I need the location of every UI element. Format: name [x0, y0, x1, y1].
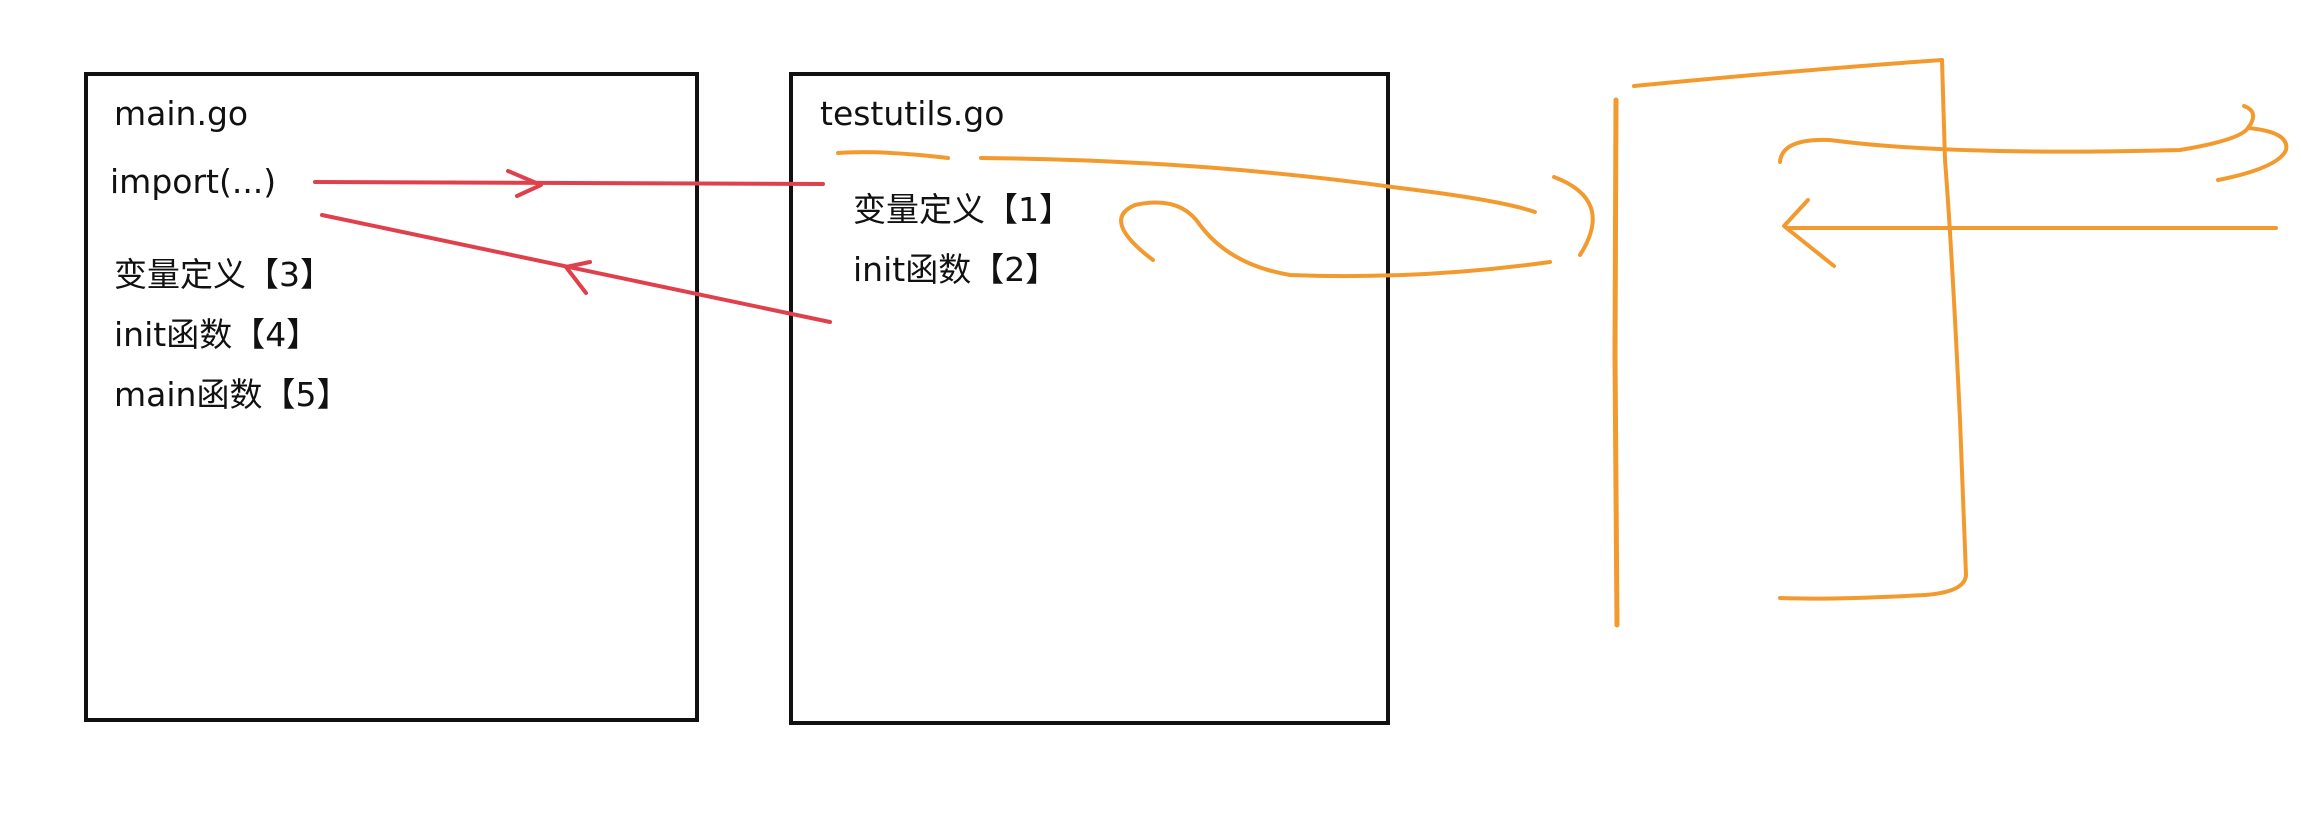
main-go-import: import(...)	[110, 162, 277, 201]
left-arrow-head	[1782, 198, 1836, 268]
bottom-horizontal-line	[1778, 593, 1927, 601]
testutils-go-var-definition: 变量定义【1】	[853, 190, 1072, 229]
bracket-curve	[1552, 175, 1595, 257]
testutils-go-box	[789, 72, 1390, 725]
main-go-main-function: main函数【5】	[114, 375, 350, 414]
testutils-go-init-function: init函数【2】	[853, 250, 1059, 289]
testutils-go-filename: testutils.go	[820, 94, 1005, 133]
upper-right-loop	[1778, 104, 2289, 182]
right-vertical-line	[1923, 58, 1968, 597]
left-vertical-line	[1612, 97, 1620, 628]
main-go-var-definition: 变量定义【3】	[114, 255, 333, 294]
top-horizontal-line	[1632, 58, 1944, 88]
main-go-filename: main.go	[114, 94, 249, 133]
main-go-init-function: init函数【4】	[114, 315, 320, 354]
